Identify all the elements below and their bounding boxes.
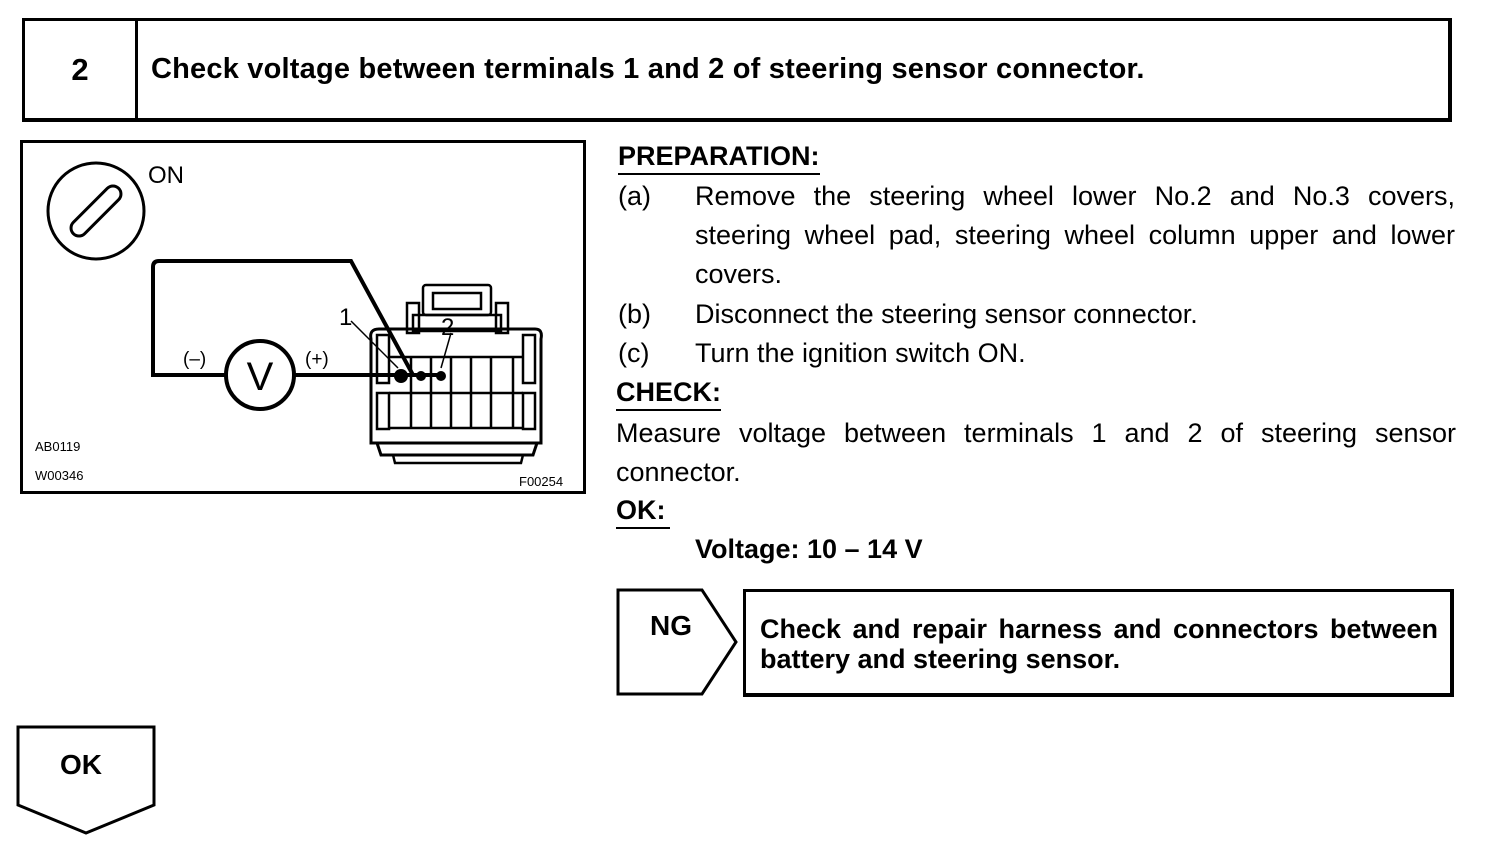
terminal-2-point: [436, 371, 446, 381]
prep-b-label: (b): [618, 299, 651, 329]
preparation-heading: PREPARATION:: [618, 140, 820, 175]
step-number: 2: [25, 21, 138, 118]
check-text: Measure voltage between terminals 1 and …: [616, 418, 1456, 487]
negative-label: (–): [183, 349, 206, 370]
switch-label: ON: [148, 162, 184, 189]
ng-arrow-icon: [616, 588, 738, 696]
figure-code-1: AB0119: [35, 439, 80, 454]
terminal-1-leader: [350, 320, 399, 369]
voltmeter-symbol: V: [247, 355, 274, 399]
ng-repair-action: Check and repair harness and connectors …: [743, 589, 1454, 697]
negative-lead: [151, 259, 415, 377]
prep-a-text: Remove the steering wheel lower No.2 and…: [695, 181, 1455, 289]
ok-voltage-spec: Voltage: 10 – 14 V: [695, 534, 923, 564]
ng-branch-arrow: NG: [616, 588, 740, 696]
terminal-1-point: [416, 371, 426, 381]
terminal-1-probe: [394, 369, 408, 383]
figure-code-3: F00254: [519, 474, 563, 489]
step-header: 2 Check voltage between terminals 1 and …: [22, 18, 1452, 122]
wiring-figure: ON V (–) (+): [20, 140, 586, 494]
ng-label: NG: [650, 610, 692, 641]
prep-b-text: Disconnect the steering sensor connector…: [695, 299, 1198, 329]
ignition-switch-icon: [46, 161, 146, 261]
ok-branch-arrow: OK: [16, 725, 156, 837]
terminal-2-leader: [440, 332, 452, 369]
prep-c-label: (c): [618, 338, 650, 368]
wiring-diagram: ON V (–) (+): [35, 161, 563, 489]
ok-heading: OK:: [616, 494, 670, 529]
figure-code-2: W00346: [35, 468, 83, 483]
check-heading: CHECK:: [616, 376, 721, 411]
positive-label: (+): [305, 349, 329, 370]
ng-repair-text: Check and repair harness and connectors …: [760, 614, 1438, 674]
ok-arrow-icon: [16, 725, 156, 835]
voltmeter-icon: [224, 339, 296, 411]
prep-c-text: Turn the ignition switch ON.: [695, 338, 1026, 368]
steering-sensor-connector-icon: [369, 283, 543, 465]
terminal-2-label: 2: [441, 314, 454, 341]
step-title: Check voltage between terminals 1 and 2 …: [151, 53, 1145, 85]
prep-a-label: (a): [618, 181, 651, 211]
ok-label: OK: [60, 749, 102, 780]
terminal-1-label: 1: [339, 304, 352, 331]
